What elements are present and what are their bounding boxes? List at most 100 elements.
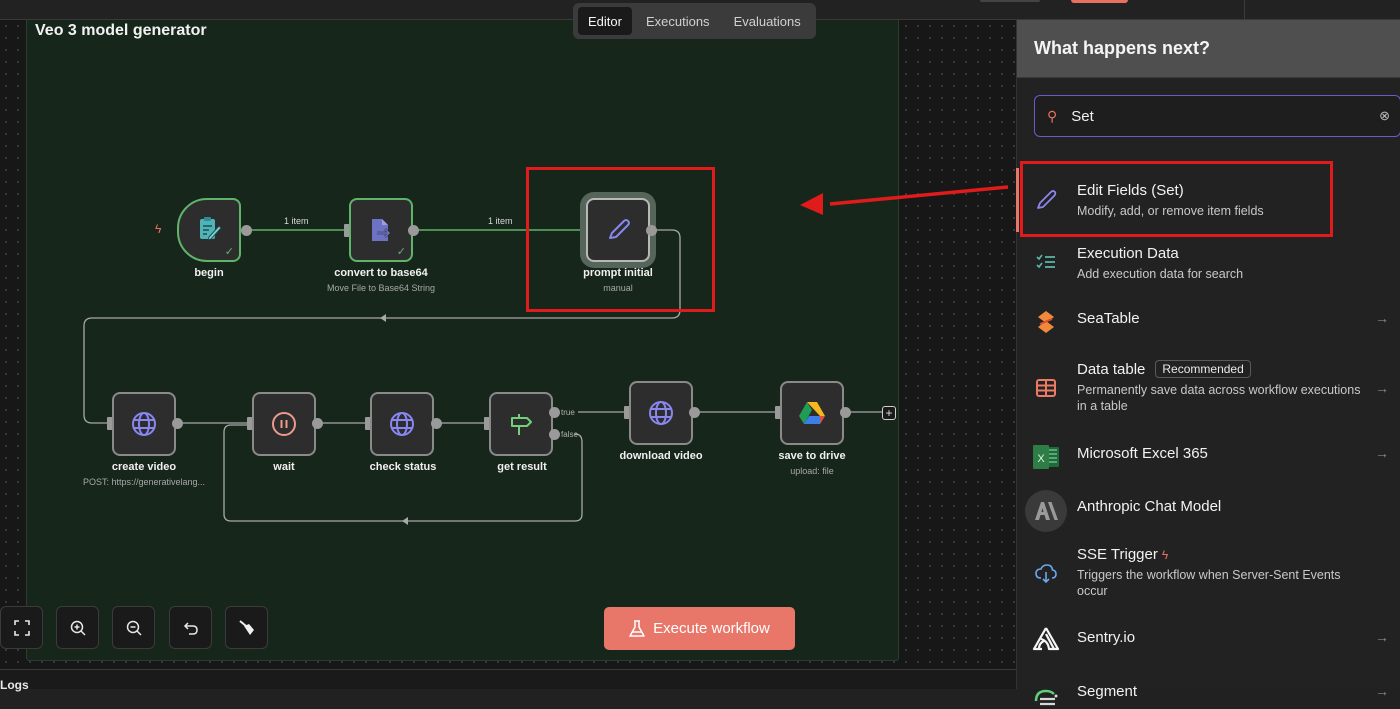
- node-create-video[interactable]: [112, 392, 176, 456]
- top-button-ghost[interactable]: [980, 0, 1040, 2]
- node-item-anthropic-chat-model[interactable]: Anthropic Chat Model: [1017, 490, 1400, 534]
- false-output-handle[interactable]: [549, 429, 560, 440]
- item-description: Permanently save data across workflow ex…: [1077, 383, 1361, 413]
- node-save-to-drive[interactable]: [780, 381, 844, 445]
- globe-icon: [132, 412, 156, 436]
- input-handle[interactable]: [365, 417, 371, 430]
- node-item-sentry[interactable]: Sentry.io →: [1017, 627, 1400, 665]
- tab-evaluations[interactable]: Evaluations: [733, 13, 801, 29]
- node-wait[interactable]: [252, 392, 316, 456]
- execute-workflow-button[interactable]: Execute workflow: [604, 607, 795, 650]
- flask-icon: [629, 619, 645, 637]
- annotation-highlight-item: [1020, 161, 1333, 237]
- node-subtitle: manual: [603, 283, 633, 293]
- node-convert-to-base64[interactable]: ✓: [349, 198, 413, 262]
- output-handle[interactable]: [408, 225, 419, 236]
- node-label: get result: [497, 461, 547, 473]
- input-handle[interactable]: [581, 224, 587, 237]
- node-begin[interactable]: ✓: [177, 198, 241, 262]
- node-search-input[interactable]: ⚲ Set ⊗: [1034, 95, 1400, 137]
- node-item-edit-fields[interactable]: Edit Fields (Set) Modify, add, or remove…: [1017, 182, 1400, 232]
- trigger-bolt-icon: ϟ: [1161, 547, 1169, 562]
- item-title: Microsoft Excel 365: [1077, 445, 1208, 462]
- tab-editor[interactable]: Editor: [578, 7, 632, 35]
- node-label: wait: [273, 461, 295, 473]
- input-handle[interactable]: [775, 406, 781, 419]
- node-download-video[interactable]: [629, 381, 693, 445]
- node-prompt-initial[interactable]: [586, 198, 650, 262]
- undo-icon: [183, 621, 198, 635]
- zoom-in-icon: [70, 620, 86, 636]
- active-item-indicator: [1016, 168, 1019, 232]
- output-handle[interactable]: [172, 418, 183, 429]
- item-title: SSE Trigger ϟ: [1077, 546, 1367, 563]
- node-get-result[interactable]: [489, 392, 553, 456]
- input-handle[interactable]: [344, 224, 350, 237]
- logs-label: Logs: [0, 678, 29, 692]
- globe-icon: [649, 401, 673, 425]
- input-handle[interactable]: [107, 417, 113, 430]
- pencil-icon: [1028, 182, 1064, 218]
- zoom-in-button[interactable]: [56, 606, 99, 649]
- output-handle[interactable]: [431, 418, 442, 429]
- search-icon: ⚲: [1047, 107, 1058, 124]
- arrow-right-icon: →: [1375, 445, 1389, 461]
- node-item-data-table[interactable]: Data table Recommended Permanently save …: [1017, 360, 1400, 420]
- add-node-button[interactable]: +: [882, 406, 896, 420]
- execute-workflow-label: Execute workflow: [653, 620, 770, 637]
- arrow-right-icon: →: [1375, 683, 1389, 699]
- input-handle[interactable]: [247, 417, 253, 430]
- recommended-badge: Recommended: [1155, 360, 1251, 378]
- node-label: download video: [619, 450, 703, 462]
- edge-item-count: 1 item: [284, 216, 309, 226]
- logs-panel[interactable]: Logs: [0, 669, 1016, 692]
- node-label: begin: [194, 267, 224, 279]
- item-title: SeaTable: [1077, 310, 1140, 327]
- arrow-right-icon: →: [1375, 629, 1389, 645]
- arrow-right-icon: →: [1375, 380, 1389, 396]
- annotation-highlight-node: [526, 167, 715, 312]
- input-handle[interactable]: [484, 417, 490, 430]
- zoom-out-button[interactable]: [112, 606, 155, 649]
- sticky-note[interactable]: [26, 20, 899, 661]
- item-title-text: Data table: [1077, 360, 1146, 378]
- node-item-segment[interactable]: Segment →: [1017, 679, 1400, 709]
- tab-executions[interactable]: Executions: [645, 13, 710, 29]
- broom-icon: [238, 619, 254, 635]
- form-icon: [200, 217, 222, 241]
- item-title: Execution Data: [1077, 245, 1179, 262]
- output-handle[interactable]: [840, 407, 851, 418]
- item-title: Segment: [1077, 683, 1138, 700]
- branch-label-true: true: [561, 408, 575, 417]
- signpost-icon: [511, 414, 532, 435]
- output-handle[interactable]: [312, 418, 323, 429]
- google-drive-icon: [799, 402, 825, 424]
- segment-icon: [1028, 679, 1064, 709]
- node-item-microsoft-excel[interactable]: X Microsoft Excel 365 →: [1017, 445, 1400, 481]
- reset-zoom-button[interactable]: [169, 606, 212, 649]
- clear-search-icon[interactable]: ⊗: [1379, 108, 1390, 123]
- output-handle[interactable]: [689, 407, 700, 418]
- globe-icon: [390, 412, 414, 436]
- node-subtitle: upload: file: [790, 466, 834, 476]
- top-accent-button-ghost[interactable]: [1071, 0, 1128, 3]
- seatable-icon: [1028, 304, 1064, 340]
- fit-view-button[interactable]: [0, 606, 43, 649]
- edge-item-count: 1 item: [488, 216, 513, 226]
- item-title: Anthropic Chat Model: [1077, 498, 1222, 515]
- node-check-status[interactable]: [370, 392, 434, 456]
- success-check-icon: ✓: [224, 246, 234, 258]
- node-label: prompt initial: [583, 267, 653, 279]
- tidy-up-button[interactable]: [225, 606, 268, 649]
- node-item-sse-trigger[interactable]: SSE Trigger ϟ Triggers the workflow when…: [1017, 546, 1400, 606]
- input-handle[interactable]: [624, 406, 630, 419]
- true-output-handle[interactable]: [549, 407, 560, 418]
- node-subtitle: POST: https://generativelang...: [82, 477, 206, 487]
- node-item-execution-data[interactable]: Execution Data Add execution data for se…: [1017, 245, 1400, 295]
- cloud-download-icon: [1028, 556, 1064, 592]
- search-value[interactable]: Set: [1071, 107, 1094, 125]
- node-item-seatable[interactable]: SeaTable →: [1017, 310, 1400, 346]
- item-title-text: SSE Trigger: [1077, 546, 1158, 563]
- output-handle[interactable]: [241, 225, 252, 236]
- output-handle[interactable]: [646, 225, 657, 236]
